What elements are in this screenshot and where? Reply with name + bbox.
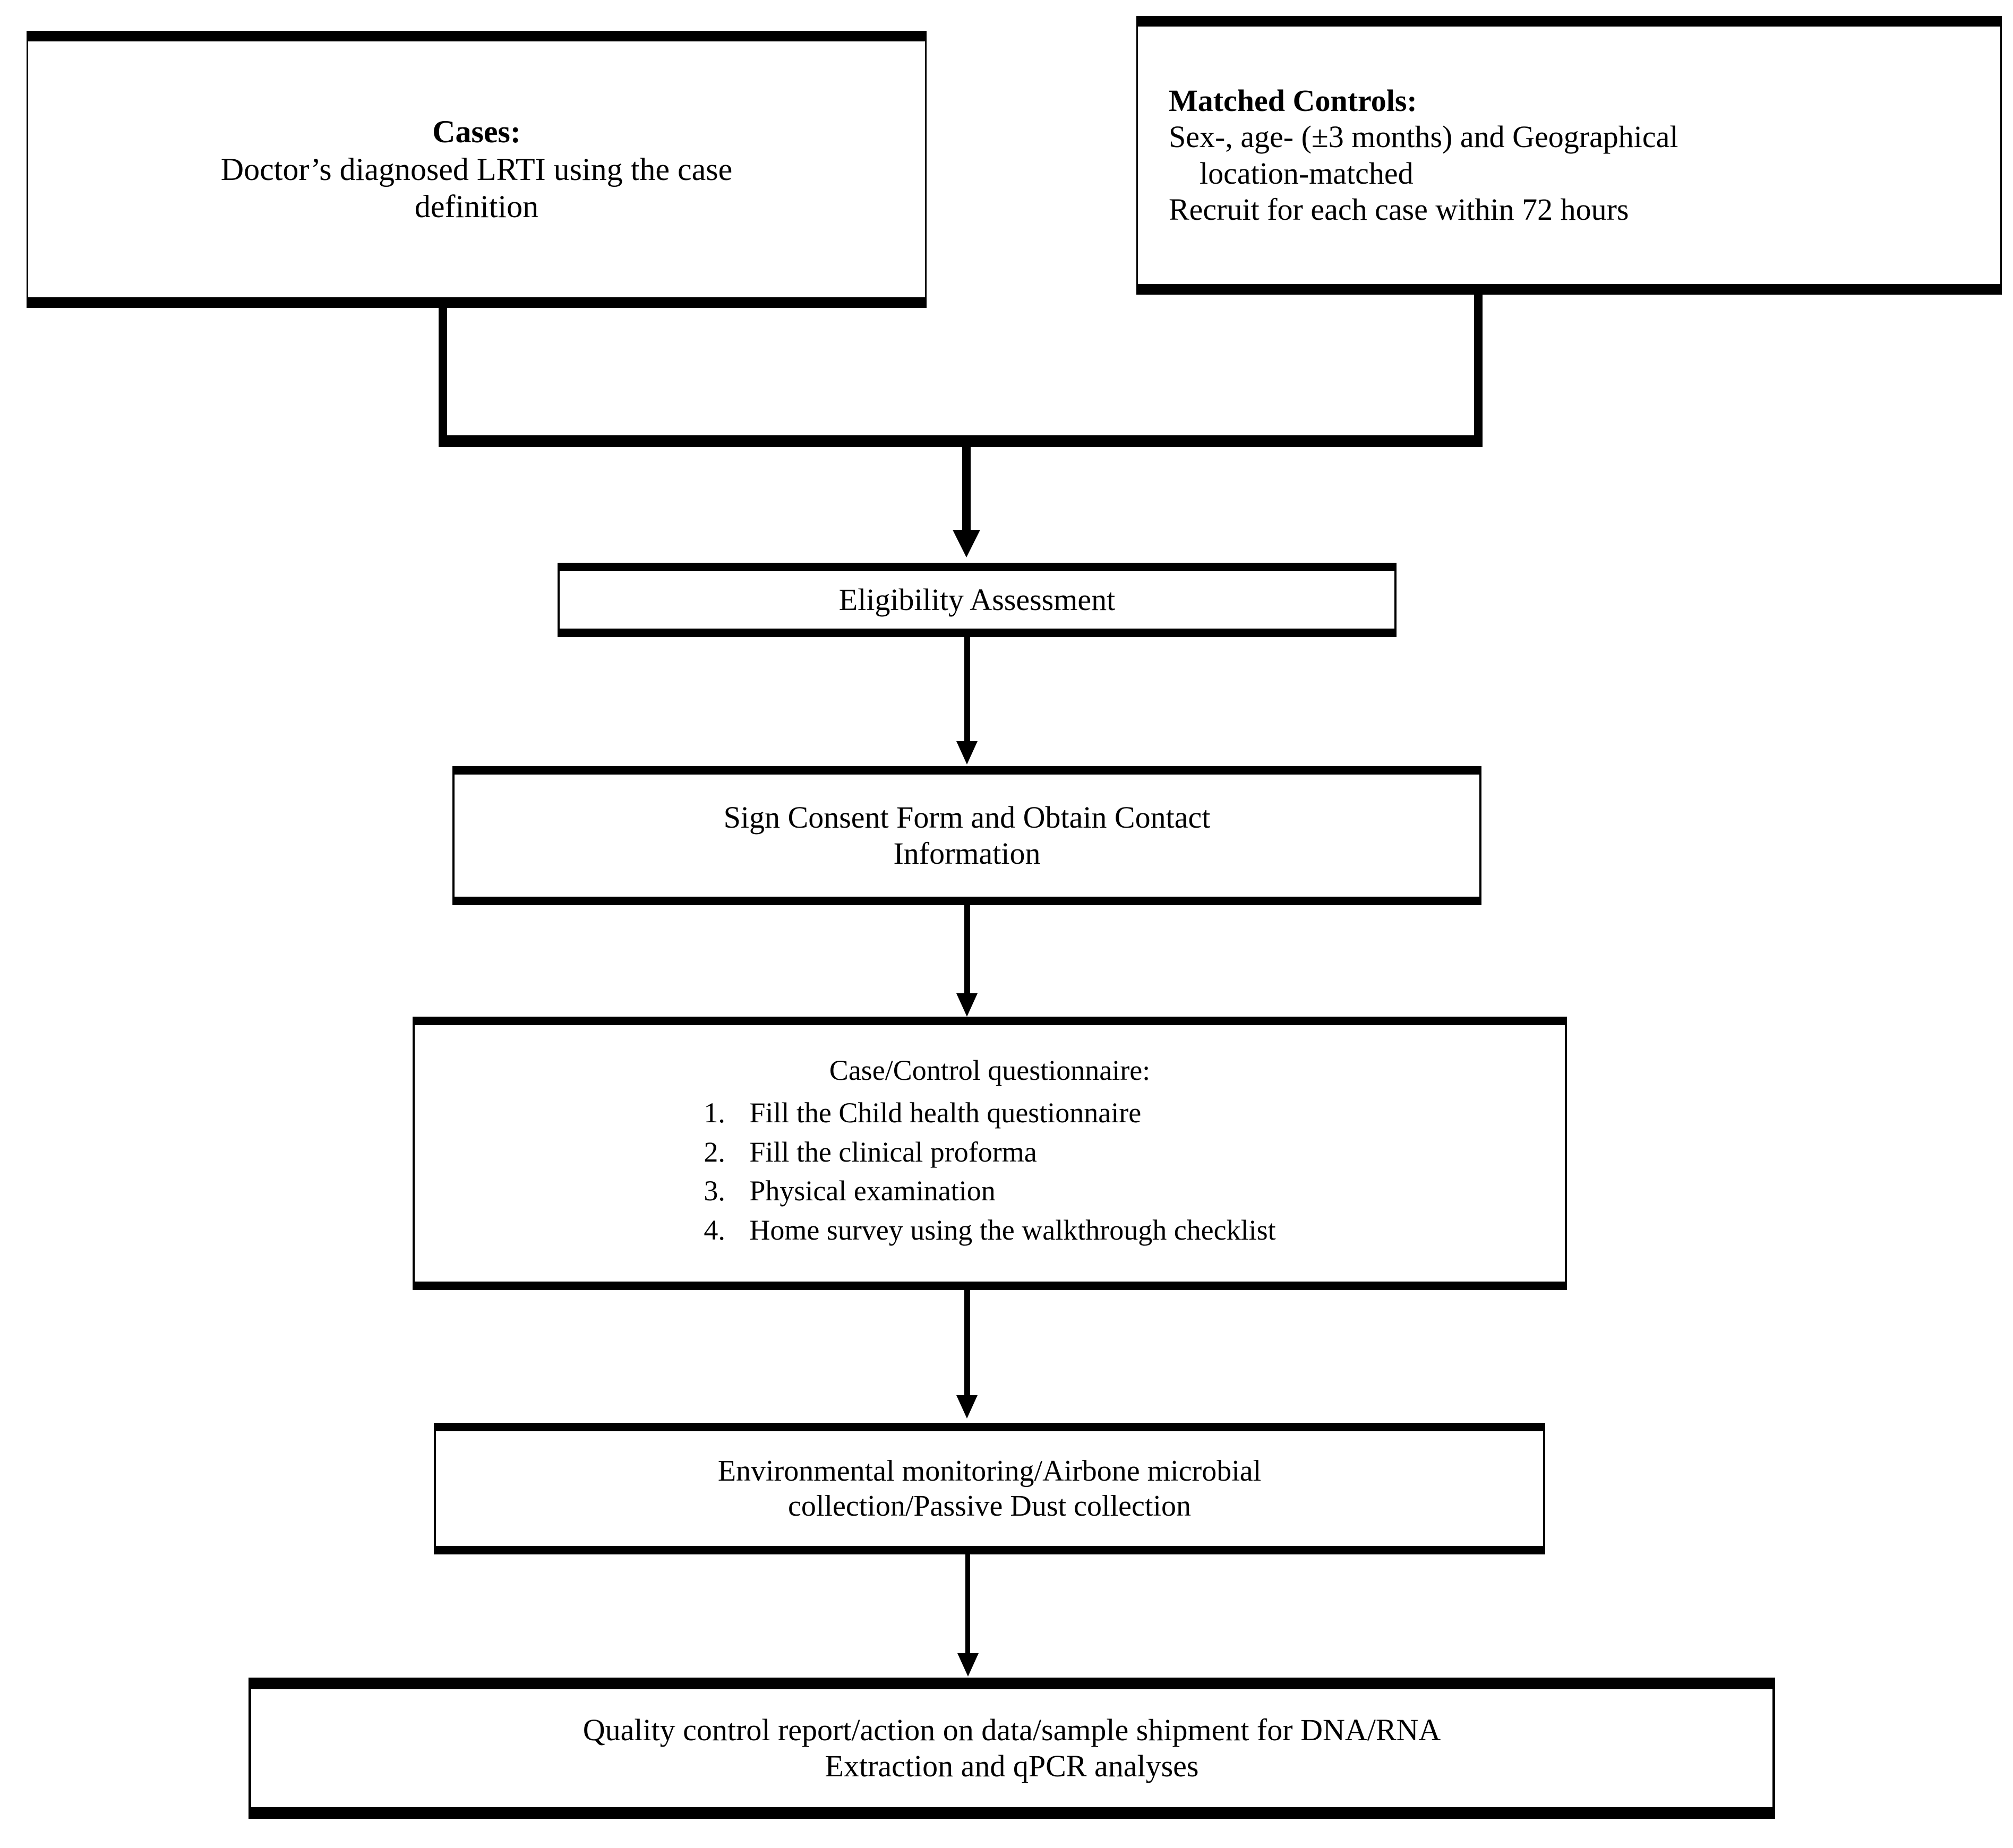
connector-environmental-to-quality: [965, 1554, 970, 1655]
arrowhead-to-environmental: [956, 1395, 978, 1419]
list-item[interactable]: 2. Fill the clinical proforma: [704, 1136, 1275, 1170]
questionnaire-title: Case/Control questionnaire:: [829, 1054, 1151, 1087]
cases-line-1: Doctor’s diagnosed LRTI using the case: [220, 151, 733, 187]
list-item-number: 1.: [704, 1096, 725, 1129]
list-item-label: Home survey using the walkthrough checkl…: [749, 1214, 1276, 1247]
questionnaire-list: 1. Fill the Child health questionnaire 2…: [704, 1091, 1275, 1253]
connector-eligibility-to-consent: [964, 637, 970, 743]
node-eligibility-assessment[interactable]: Eligibility Assessment: [558, 563, 1397, 637]
quality-control-line-1: Quality control report/action on data/sa…: [583, 1712, 1441, 1747]
arrowhead-to-eligibility: [953, 530, 980, 557]
environmental-line-2: collection/Passive Dust collection: [788, 1490, 1191, 1523]
connector-controls-drop: [1474, 295, 1483, 443]
arrowhead-to-quality-control: [957, 1653, 979, 1677]
quality-control-line-2: Extraction and qPCR analyses: [825, 1749, 1199, 1783]
node-cases[interactable]: Cases: Doctor’s diagnosed LRTI using the…: [27, 31, 927, 308]
arrowhead-to-consent: [956, 741, 978, 764]
list-item-number: 3.: [704, 1175, 725, 1207]
connector-cases-drop: [439, 308, 447, 443]
cases-line-2: definition: [414, 189, 539, 225]
node-quality-control[interactable]: Quality control report/action on data/sa…: [249, 1678, 1775, 1819]
consent-line-1: Sign Consent Form and Obtain Contact: [723, 800, 1211, 835]
list-item-label: Physical examination: [749, 1175, 996, 1207]
node-case-control-questionnaire[interactable]: Case/Control questionnaire: 1. Fill the …: [413, 1017, 1567, 1290]
list-item[interactable]: 4. Home survey using the walkthrough che…: [704, 1214, 1275, 1248]
matched-controls-line-2: location-matched: [1200, 156, 1414, 191]
matched-controls-line-1: Sex-, age- (±3 months) and Geographical: [1169, 119, 1678, 154]
list-item[interactable]: 1. Fill the Child health questionnaire: [704, 1096, 1275, 1130]
list-item-number: 4.: [704, 1214, 725, 1247]
list-item-label: Fill the clinical proforma: [749, 1136, 1037, 1168]
environmental-line-1: Environmental monitoring/Airbone microbi…: [717, 1454, 1262, 1488]
node-sign-consent[interactable]: Sign Consent Form and Obtain Contact Inf…: [452, 766, 1481, 905]
list-item-label: Fill the Child health questionnaire: [749, 1096, 1142, 1129]
cases-title: Cases:: [432, 114, 521, 149]
list-item[interactable]: 3. Physical examination: [704, 1174, 1275, 1208]
list-item-number: 2.: [704, 1136, 725, 1168]
matched-controls-line-3: Recruit for each case within 72 hours: [1169, 192, 1629, 227]
consent-line-2: Information: [893, 836, 1041, 871]
connector-to-eligibility: [962, 447, 971, 532]
connector-consent-to-questionnaire: [964, 905, 970, 995]
connector-join-bar: [439, 435, 1483, 447]
node-matched-controls[interactable]: Matched Controls: Sex-, age- (±3 months)…: [1136, 16, 2002, 295]
eligibility-label: Eligibility Assessment: [838, 582, 1116, 617]
matched-controls-title: Matched Controls:: [1169, 83, 1417, 118]
node-environmental-monitoring[interactable]: Environmental monitoring/Airbone microbi…: [434, 1423, 1545, 1554]
connector-questionnaire-to-environmental: [964, 1290, 970, 1396]
arrowhead-to-questionnaire: [956, 993, 978, 1017]
